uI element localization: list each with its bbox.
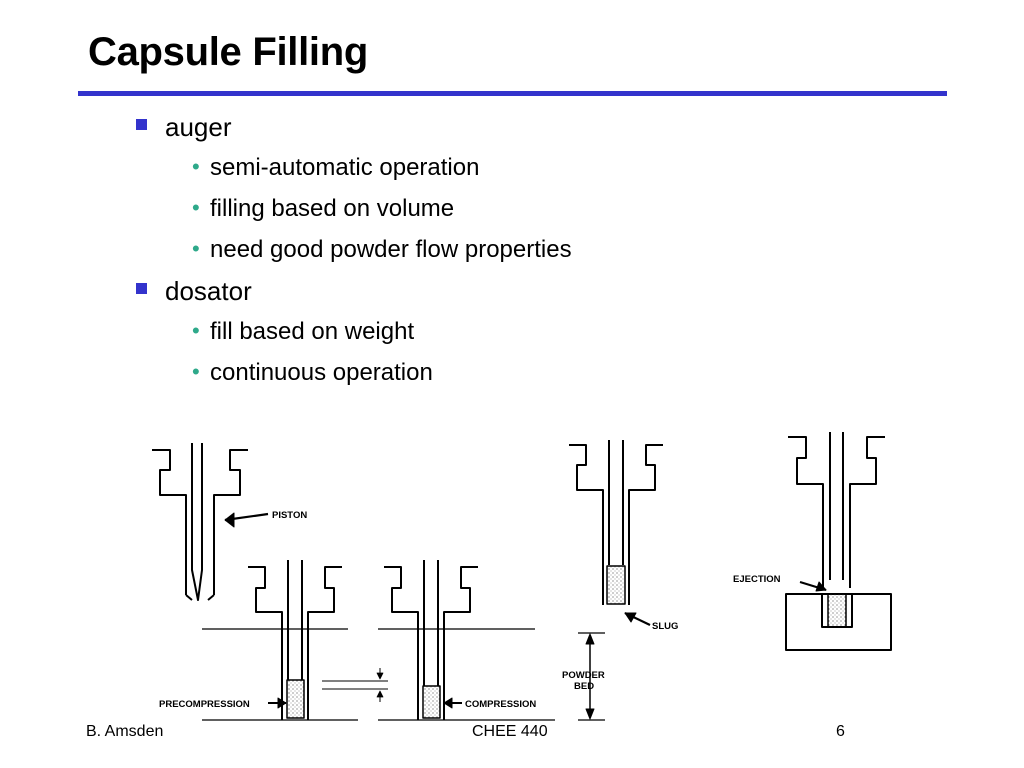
label-powder: POWDER [562,670,605,681]
dosator-compression-figure [384,560,478,720]
sub-bullet-item: • continuous operation [192,359,433,386]
dosator-slug-figure [569,440,663,605]
label-compression: COMPRESSION [465,699,536,710]
compression-gap-lines [322,680,388,690]
label-ejection: EJECTION [733,574,781,585]
title-underline [78,91,947,96]
dosator-ejection-figure [785,432,892,651]
sub-bullet-item: • fill based on weight [192,318,415,345]
dosator-precompression-figure [248,560,342,720]
sub-bullet-item: • need good powder flow properties [192,236,572,263]
bullet-auger: auger [136,112,232,143]
dot-bullet-icon: • [192,359,200,384]
slide-title: Capsule Filling [88,30,368,74]
dosator-piston-figure [152,443,248,601]
dot-bullet-icon: • [192,236,200,261]
square-bullet-icon [136,119,147,130]
sub-bullet-item: • semi-automatic operation [192,154,480,181]
dot-bullet-icon: • [192,154,200,179]
footer-page-number: 6 [836,723,845,740]
label-piston: PISTON [272,510,307,521]
label-slug: SLUG [652,621,678,632]
bullet-list: auger • semi-automatic operation • filli… [136,112,572,386]
sub-bullet-item: • filling based on volume [192,195,455,222]
label-precompression: PRECOMPRESSION [159,699,250,710]
bullet-dosator: dosator [136,276,252,307]
footer-course: CHEE 440 [472,723,548,740]
square-bullet-icon [136,283,147,294]
dot-bullet-icon: • [192,318,200,343]
dot-bullet-icon: • [192,195,200,220]
footer-author: B. Amsden [86,723,164,740]
label-bed: BED [574,681,594,692]
